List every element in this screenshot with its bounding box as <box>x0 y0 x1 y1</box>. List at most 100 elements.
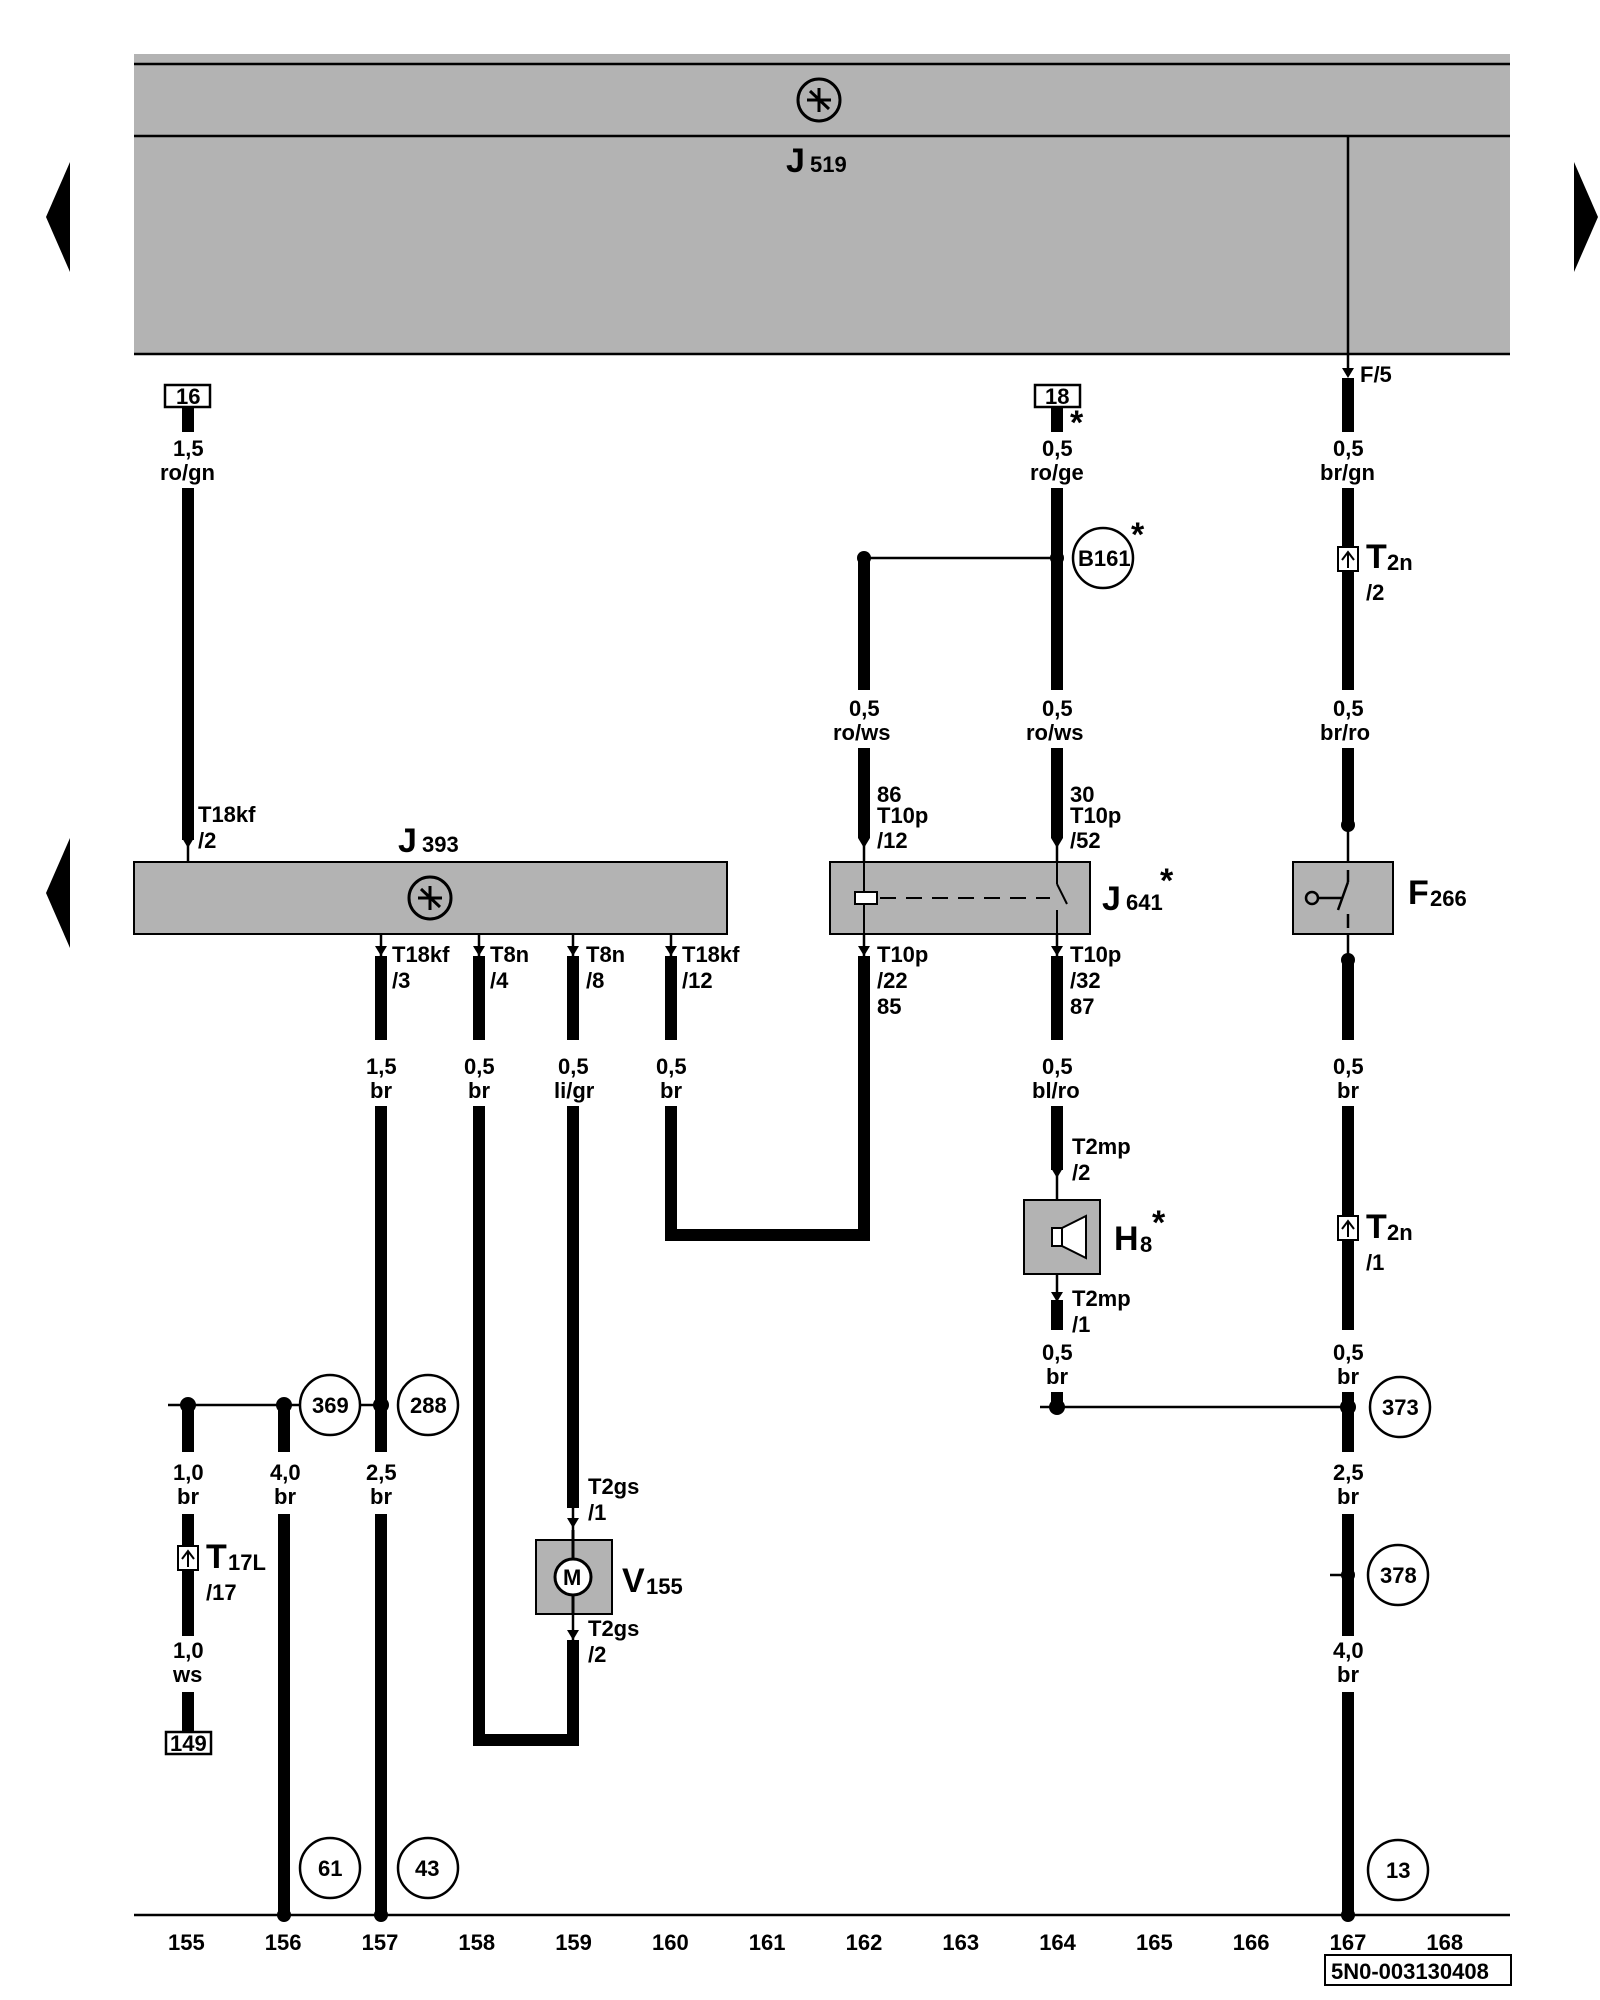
column-number: 157 <box>362 1930 399 1955</box>
pin-arrow-icon <box>1051 838 1063 848</box>
wire-size-16: 1,5 <box>173 436 204 461</box>
wire-color-164b: bl/ro <box>1032 1078 1080 1103</box>
pin-arrow-icon <box>567 1518 579 1528</box>
j641-star: * <box>1160 862 1174 900</box>
wire-color-16: ro/gn <box>160 460 215 485</box>
wire-size-157: 1,5 <box>366 1054 397 1079</box>
column-number: 165 <box>1136 1930 1173 1955</box>
wire-size-162: 0,5 <box>849 696 880 721</box>
ref-box-149 <box>164 1730 213 1756</box>
col159-pin: T8n /8 <box>567 934 625 993</box>
wire-size-167a: 0,5 <box>1333 696 1364 721</box>
column-number: 167 <box>1330 1930 1367 1955</box>
svg-text:87: 87 <box>1070 994 1094 1019</box>
pin-f5: F/5 <box>1360 362 1392 387</box>
column-number: 161 <box>749 1930 786 1955</box>
svg-text:/1: /1 <box>1072 1312 1090 1337</box>
svg-text:373: 373 <box>1382 1395 1419 1420</box>
pin-t10p-12-c: /12 <box>877 828 908 853</box>
ground-373 <box>1368 1375 1432 1439</box>
svg-text:/2: /2 <box>588 1642 606 1667</box>
column-number: 166 <box>1233 1930 1270 1955</box>
column-number: 155 <box>168 1930 205 1955</box>
svg-text:61: 61 <box>318 1856 342 1881</box>
h8-horn: H 8 * <box>1023 1199 1166 1275</box>
wire-color-167d: br <box>1337 1484 1359 1509</box>
prev-page-arrow-icon[interactable] <box>46 162 70 272</box>
svg-text:T2mp: T2mp <box>1072 1134 1131 1159</box>
col164-pin-bottom: T10p /32 87 <box>1051 934 1121 1019</box>
pin-arrow-icon <box>182 838 194 848</box>
pin-arrow-icon <box>858 838 870 848</box>
wire-color-158: br <box>468 1078 490 1103</box>
next-page-arrow-icon[interactable] <box>1574 162 1598 272</box>
pin-t18kf-2-b: /2 <box>198 828 216 853</box>
ground-288 <box>396 1373 460 1437</box>
col160-pin: T18kf /12 <box>665 934 740 993</box>
column-number: 160 <box>652 1930 689 1955</box>
wire-size-160: 0,5 <box>656 1054 687 1079</box>
wire-size-18: 0,5 <box>1042 436 1073 461</box>
j393-label: J <box>398 822 417 860</box>
svg-text:T: T <box>206 1538 227 1576</box>
wire-color-18: ro/ge <box>1030 460 1084 485</box>
prev-page-arrow-lower-icon[interactable] <box>46 838 70 948</box>
svg-text:17L: 17L <box>228 1550 266 1575</box>
svg-text:T8n: T8n <box>490 942 529 967</box>
pin-t10p-12-a: 86 <box>877 782 901 807</box>
b161-star: * <box>1131 516 1145 554</box>
j641-label: J <box>1102 880 1121 918</box>
pin-arrow-icon <box>1051 1168 1063 1178</box>
j393-sub: 393 <box>422 832 459 857</box>
wire-color-157b: br <box>370 1484 392 1509</box>
junction-dot <box>1050 551 1064 565</box>
svg-text:T18kf: T18kf <box>682 942 740 967</box>
wire-size-167c: 0,5 <box>1333 1340 1364 1365</box>
j641-relay: J 641 * <box>829 861 1174 935</box>
ref-18: 18 <box>1045 384 1069 409</box>
ground-43 <box>396 1836 460 1900</box>
svg-text:/3: /3 <box>392 968 410 993</box>
ground-378 <box>1366 1543 1430 1607</box>
t17l-connector: T 17L /17 <box>177 1538 266 1605</box>
wire-size-164b: 0,5 <box>1042 1054 1073 1079</box>
svg-text:/8: /8 <box>586 968 604 993</box>
pin-t10p-12-b: T10p <box>877 803 928 828</box>
wire-color-160: br <box>660 1078 682 1103</box>
h8-star: * <box>1152 1204 1166 1242</box>
ground-61 <box>298 1836 362 1900</box>
wire-size-155a: 1,0 <box>173 1460 204 1485</box>
svg-text:/2: /2 <box>1072 1160 1090 1185</box>
pin-arrow-icon <box>1342 368 1354 378</box>
wire-color-157: br <box>370 1078 392 1103</box>
svg-text:369: 369 <box>312 1393 349 1418</box>
ref-18-star: * <box>1070 404 1084 442</box>
svg-text:13: 13 <box>1386 1858 1410 1883</box>
svg-text:T10p: T10p <box>1070 942 1121 967</box>
doc-id-box <box>1324 1954 1512 1986</box>
svg-text:85: 85 <box>877 994 901 1019</box>
ecu-symbol-icon <box>796 77 842 123</box>
ref-box-18 <box>1033 383 1082 409</box>
t2n-bottom-connector: T 2n /1 <box>1337 1208 1413 1275</box>
wire-size-155b: 1,0 <box>173 1638 204 1663</box>
b161-connector <box>1071 526 1135 590</box>
wire-size-164c: 0,5 <box>1042 1340 1073 1365</box>
j393-control-unit: J 393 <box>133 822 728 935</box>
v155-motor: M V 155 <box>535 1530 683 1615</box>
svg-text:/32: /32 <box>1070 968 1101 993</box>
svg-text:M: M <box>563 1565 581 1590</box>
svg-text:/12: /12 <box>682 968 713 993</box>
wire-size-157b: 2,5 <box>366 1460 397 1485</box>
wire-size-156: 4,0 <box>270 1460 301 1485</box>
svg-text:T: T <box>1366 538 1387 576</box>
wire-color-159: li/gr <box>554 1078 595 1103</box>
j641-sub: 641 <box>1126 890 1163 915</box>
wire-color-167c: br <box>1337 1364 1359 1389</box>
wire-color-162: ro/ws <box>833 720 890 745</box>
svg-text:2n: 2n <box>1387 1220 1413 1245</box>
t2n-top-connector: T 2n /2 <box>1337 538 1413 605</box>
svg-text:/1: /1 <box>1366 1250 1384 1275</box>
wire-size-167b: 0,5 <box>1333 1054 1364 1079</box>
